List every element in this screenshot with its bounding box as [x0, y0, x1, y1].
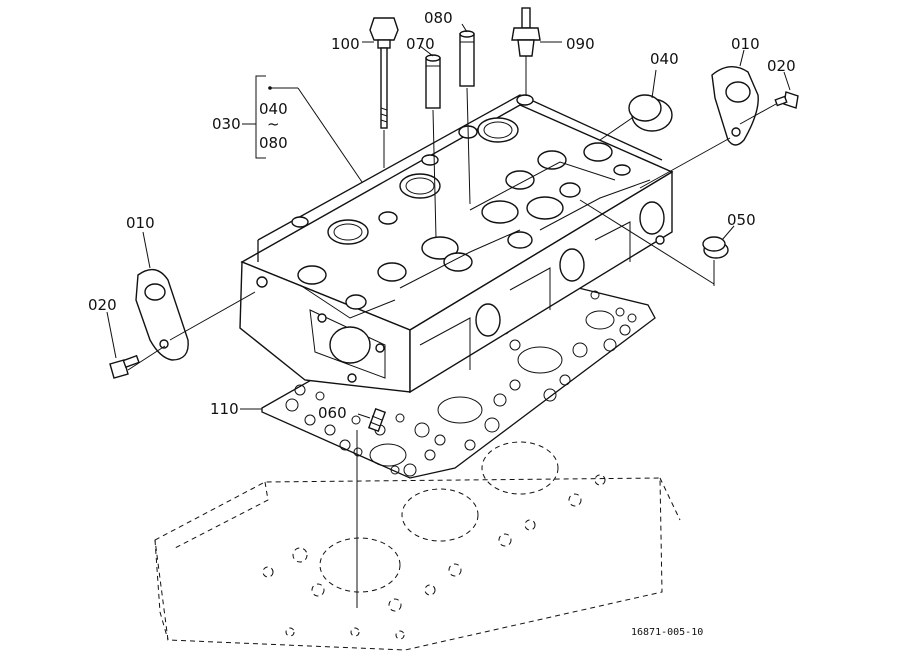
drawing-code: 16871-005-10 [631, 627, 703, 638]
cylinder-head [239, 94, 674, 394]
callout-080: 080 [424, 9, 453, 27]
engine-hook-right [711, 66, 759, 146]
callout-010-right: 010 [731, 35, 760, 53]
hook-bolt-left [109, 354, 140, 379]
callout-020-right: 020 [767, 57, 796, 75]
callout-100: 100 [331, 35, 360, 53]
callout-030-range-tilde: ~ [267, 115, 280, 133]
callout-070: 070 [406, 35, 435, 53]
plug-cap-050 [702, 236, 729, 259]
callout-050: 050 [727, 211, 756, 229]
stud-060 [367, 407, 387, 433]
callout-020-left: 020 [88, 296, 117, 314]
valve-guide-070 [425, 54, 441, 109]
head-bolt [369, 17, 399, 129]
hook-bolt-right [774, 91, 799, 109]
callout-030-range-end: 080 [259, 134, 288, 152]
engine-hook-left [135, 268, 189, 361]
callout-110: 110 [210, 400, 239, 418]
callout-030-range-start: 040 [259, 100, 288, 118]
head-gasket [261, 269, 656, 479]
plug-cap-040 [628, 94, 673, 132]
engine-block [154, 441, 681, 651]
valve-guide-080 [459, 30, 475, 87]
leader-lines [106, 23, 791, 608]
callout-030: 030 [212, 115, 241, 133]
glow-plug [511, 7, 541, 66]
callout-090: 090 [566, 35, 595, 53]
callout-060: 060 [318, 404, 347, 422]
callout-010-left: 010 [126, 214, 155, 232]
callout-040: 040 [650, 50, 679, 68]
